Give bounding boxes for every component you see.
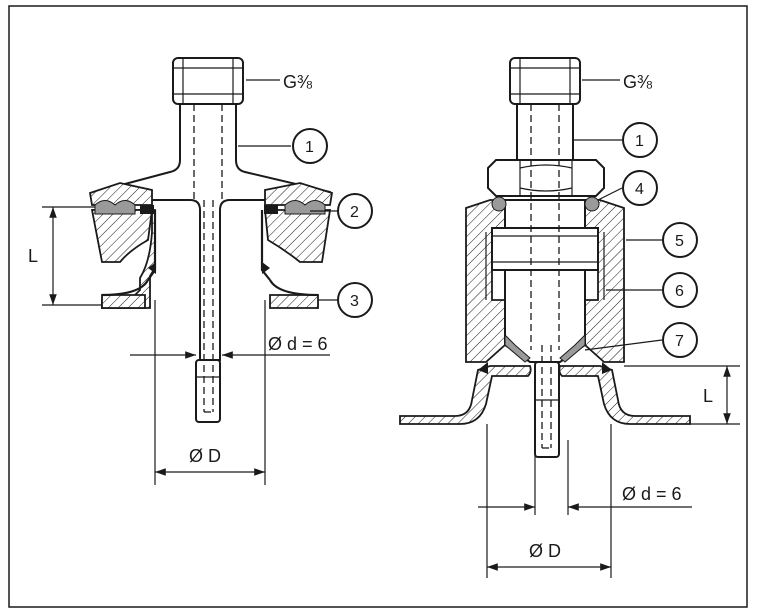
- left-callout-1-text: 1: [305, 139, 314, 156]
- left-clamp-right: [264, 209, 332, 263]
- right-callout-1: [622, 122, 658, 158]
- right-drawing: G⅜ 1 4 5 6 7 L Ø d = 6 Ø D: [399, 57, 740, 578]
- right-callout-4: [622, 170, 658, 206]
- left-callout-2-text: 2: [350, 204, 359, 221]
- left-seal-ring: [94, 200, 136, 215]
- left-callout-3-text: 3: [350, 293, 359, 310]
- left-thread-label: G⅜: [283, 72, 313, 92]
- right-weld-plate: [399, 365, 532, 425]
- left-flange-left: [88, 182, 153, 206]
- right-dim-D: Ø D: [529, 541, 561, 561]
- right-callout-7: [662, 322, 698, 358]
- right-callout-6: [662, 272, 698, 308]
- right-cone-seal-left: [504, 333, 531, 363]
- left-callout-1: [292, 128, 328, 164]
- left-drawing: G⅜ 1 2 3 L Ø d = 6 Ø D: [28, 57, 373, 485]
- right-callout-5: [662, 222, 698, 258]
- left-dim-d: Ø d = 6: [268, 334, 328, 354]
- left-clamp-left: [92, 209, 156, 309]
- right-inner-thread: [491, 227, 599, 271]
- drawing-frame: [8, 5, 748, 608]
- left-callout-2: [337, 193, 373, 229]
- right-o-ring-left: [491, 196, 507, 212]
- left-weld-plate-right: [269, 294, 319, 309]
- right-callout-6-text: 6: [675, 283, 684, 300]
- left-callout-3: [337, 282, 373, 318]
- right-dim-L: L: [703, 386, 713, 406]
- right-probe-tip: [534, 361, 560, 458]
- left-dim-L: L: [28, 246, 38, 266]
- right-o-ring-right: [584, 196, 600, 212]
- left-clamp-upper: [90, 209, 154, 263]
- right-callout-4-text: 4: [635, 181, 644, 198]
- right-dim-d: Ø d = 6: [622, 484, 682, 504]
- right-cone-seal-right: [559, 333, 586, 363]
- right-hex-nut: [487, 159, 605, 197]
- right-thread-label: G⅜: [623, 72, 653, 92]
- right-callout-5-text: 5: [675, 233, 684, 250]
- right-callout-1-text: 1: [635, 133, 644, 150]
- left-flange-right: [264, 182, 334, 206]
- left-weld-plate-left: [101, 294, 146, 309]
- left-probe-tip: [195, 359, 221, 423]
- right-upper-shaft: [516, 103, 574, 163]
- right-inner-collar: [504, 199, 586, 229]
- left-dim-D: Ø D: [189, 446, 221, 466]
- right-callout-7-text: 7: [675, 333, 684, 350]
